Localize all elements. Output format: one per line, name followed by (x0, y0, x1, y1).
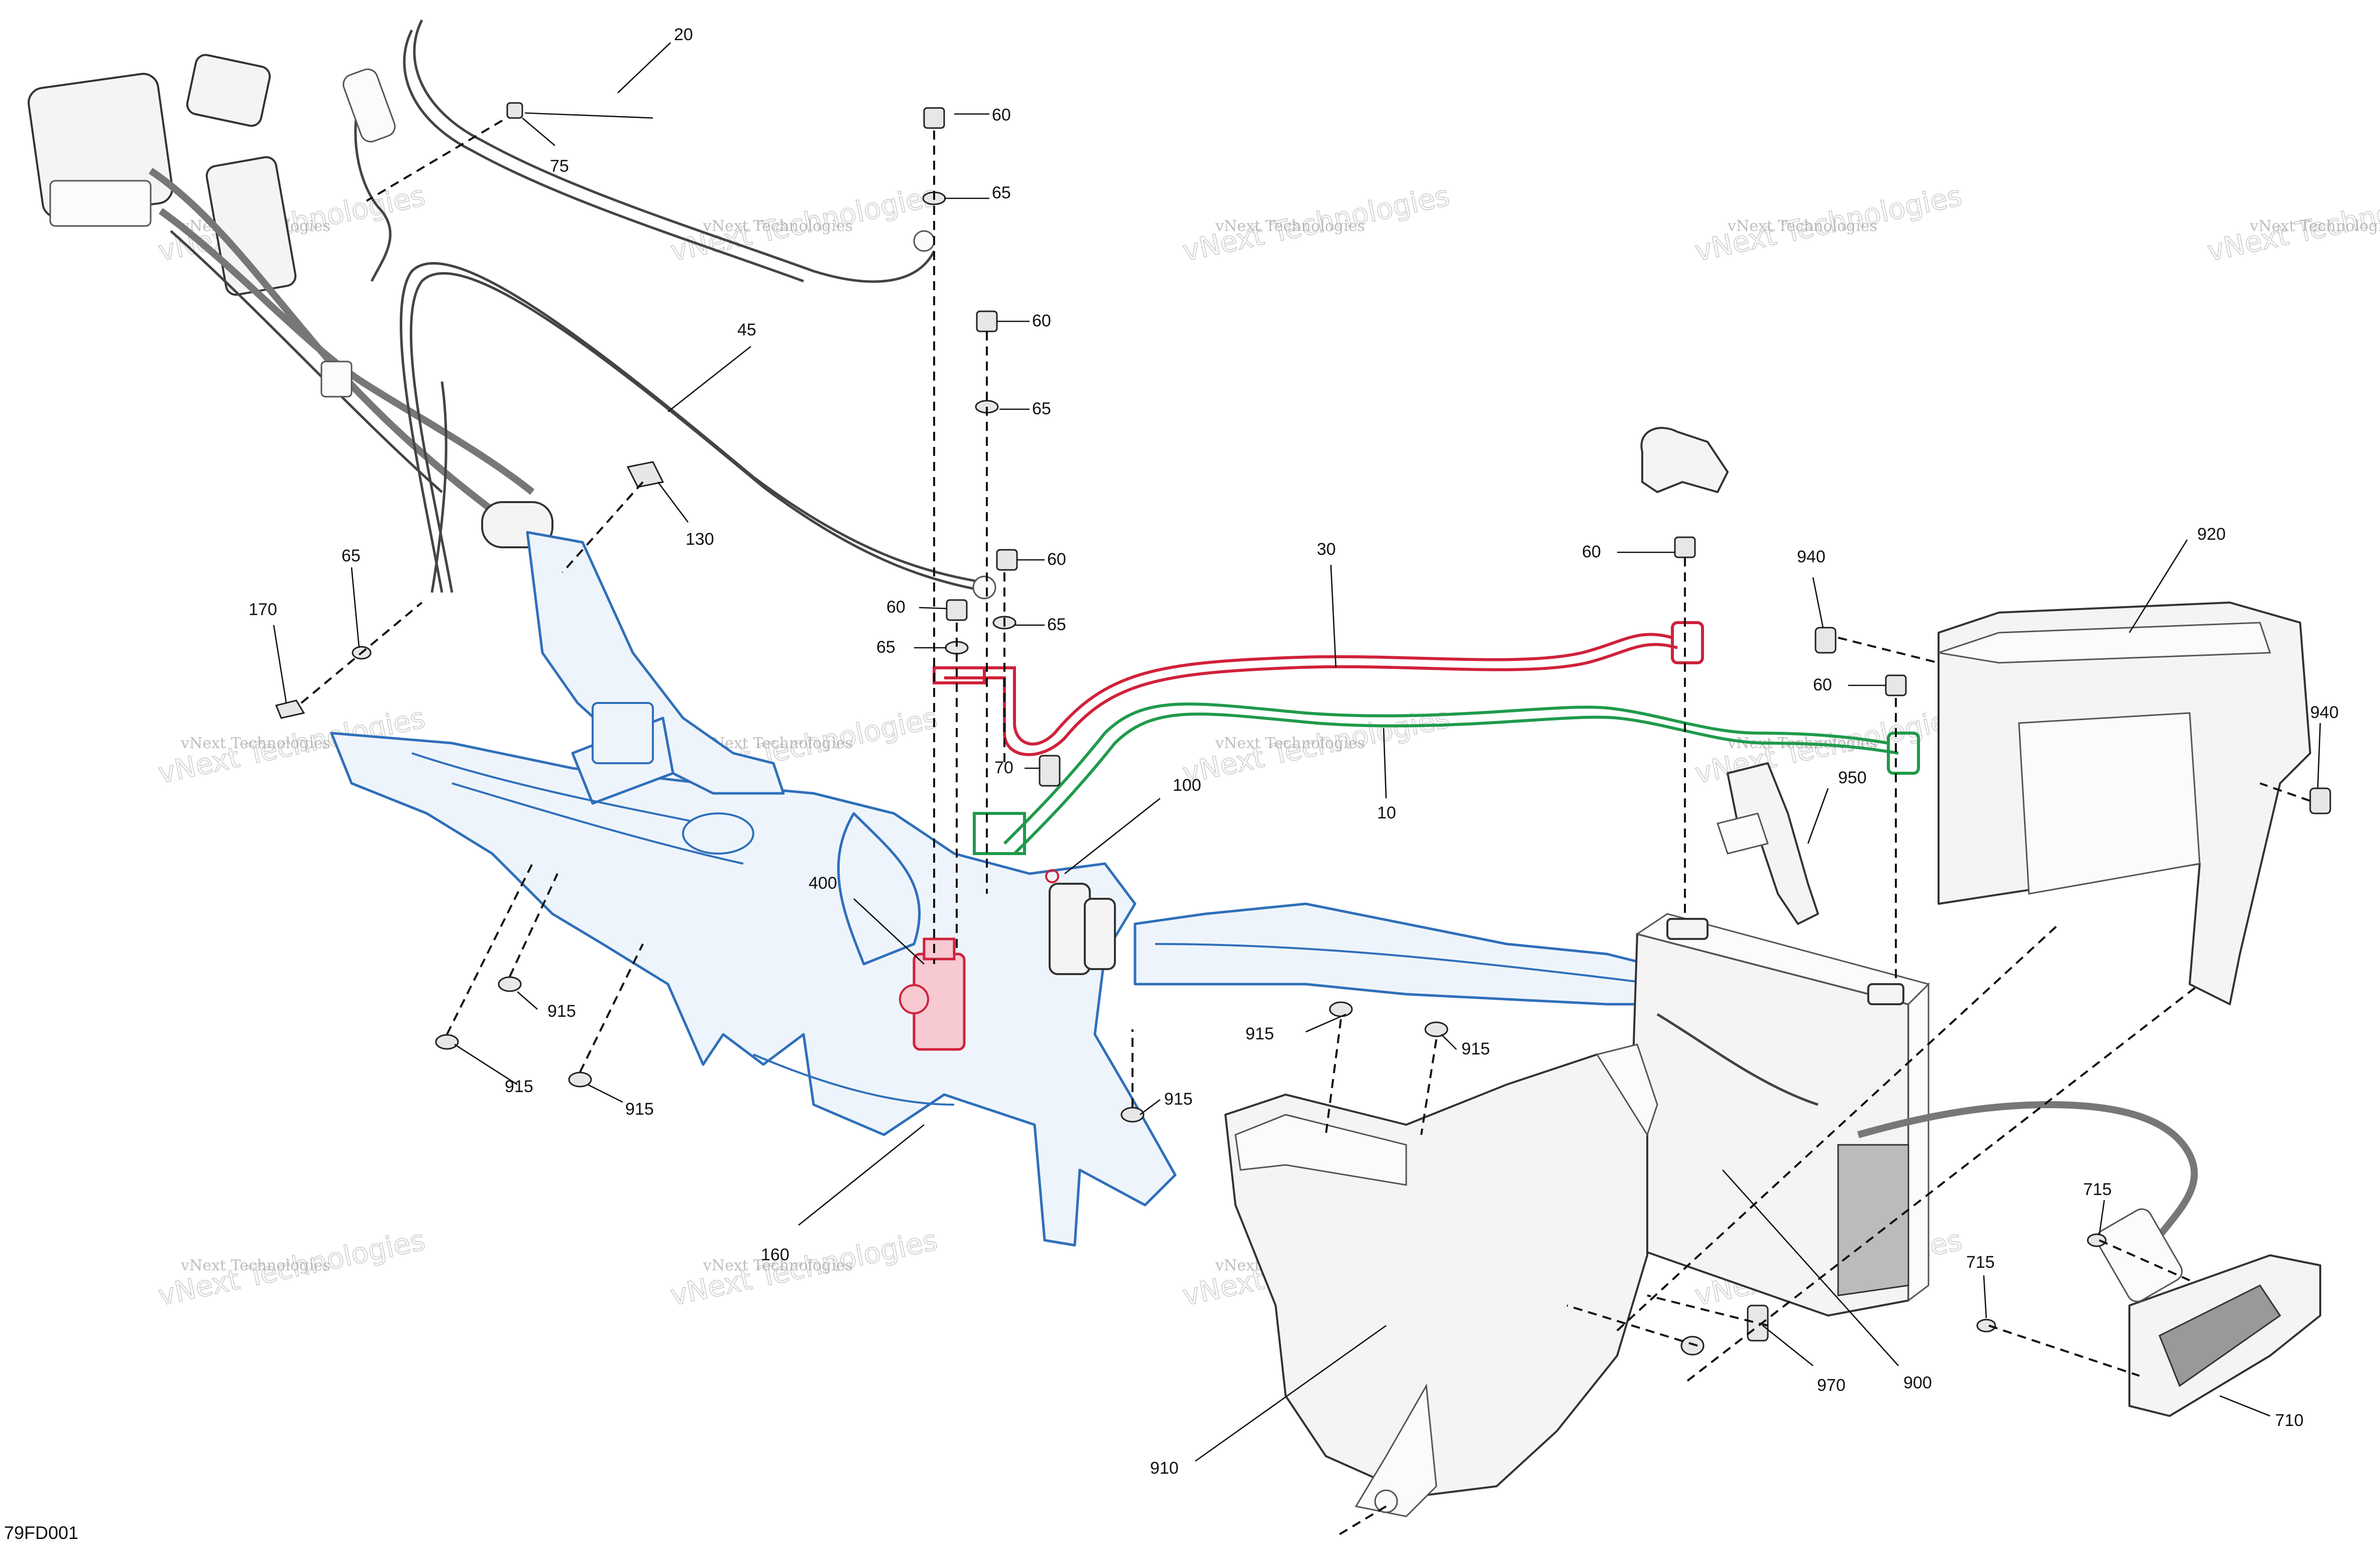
callout-45: 45 (737, 320, 756, 339)
callout-950: 950 (1838, 768, 1867, 787)
leader-lines (273, 42, 2321, 1462)
watermark-outline: vNext Technologies (2204, 180, 2380, 268)
callout-60: 60 (1582, 542, 1601, 561)
callout-60: 60 (1813, 675, 1832, 694)
callout-60: 60 (1032, 311, 1051, 330)
callout-915: 915 (1164, 1090, 1193, 1109)
panel-920 (1938, 602, 2311, 1005)
callout-65: 65 (1047, 615, 1066, 634)
watermark-text: vNext Technologies (1215, 735, 1365, 752)
callout-940: 940 (1797, 547, 1826, 566)
callout-75: 75 (550, 157, 569, 176)
callout-915: 915 (625, 1100, 654, 1119)
cable-45 (399, 262, 996, 600)
callout-160: 160 (761, 1245, 789, 1264)
watermark-text: vNext Technologies (180, 735, 330, 752)
battery-tray-910 (1224, 1043, 1658, 1517)
callout-65: 65 (342, 546, 361, 565)
callout-915: 915 (505, 1077, 533, 1096)
callout-100: 100 (1173, 776, 1201, 795)
callout-60: 60 (992, 105, 1011, 125)
battery-900 (1626, 913, 1930, 1317)
callout-940: 940 (2310, 703, 2339, 722)
module-400-red (899, 937, 966, 1051)
callout-170: 170 (249, 600, 277, 619)
watermark-text: vNext Technologies (1727, 217, 1877, 235)
callout-915: 915 (1245, 1024, 1274, 1043)
connector-100 (1045, 869, 1116, 975)
cable-10-green (973, 702, 1920, 855)
callout-920: 920 (2197, 525, 2226, 544)
callout-715: 715 (1966, 1253, 1995, 1272)
callout-130: 130 (686, 530, 714, 549)
diagram-code: 79FD001 (4, 1522, 78, 1543)
callout-910: 910 (1150, 1459, 1179, 1478)
main-wiring-harness (28, 54, 553, 593)
callout-70: 70 (994, 758, 1013, 777)
callout-labels: 20 45 30 10 60 65 60 65 60 65 60 65 60 6… (249, 25, 2339, 1478)
callout-915: 915 (1461, 1039, 1490, 1058)
callout-915: 915 (547, 1002, 576, 1021)
cable-20 (343, 19, 936, 283)
callout-60: 60 (886, 598, 905, 617)
alignment-lines (300, 120, 2311, 1537)
callout-900: 900 (1903, 1373, 1932, 1392)
callout-65: 65 (992, 183, 1011, 202)
callout-30: 30 (1317, 540, 1336, 559)
frame-160 (330, 531, 1679, 1247)
watermark-text: vNext Technologies (2249, 217, 2380, 235)
bracket-950 (1717, 762, 1819, 925)
callout-65: 65 (1032, 399, 1051, 418)
callout-710: 710 (2275, 1411, 2304, 1430)
callout-970: 970 (1817, 1376, 1846, 1395)
callout-20: 20 (674, 25, 693, 44)
watermark-text: vNext Technologies (703, 217, 853, 235)
callout-400: 400 (809, 874, 837, 893)
watermark-text: vNext Technologies (703, 1257, 853, 1274)
callout-65: 65 (876, 638, 895, 657)
callout-715: 715 (2083, 1180, 2112, 1199)
watermark-text: vNext Technologies (180, 1257, 330, 1274)
callout-60: 60 (1047, 550, 1066, 569)
callout-10: 10 (1377, 803, 1396, 822)
watermark-text: vNext Technologies (1215, 217, 1365, 235)
light-710 (1656, 1013, 2321, 1417)
